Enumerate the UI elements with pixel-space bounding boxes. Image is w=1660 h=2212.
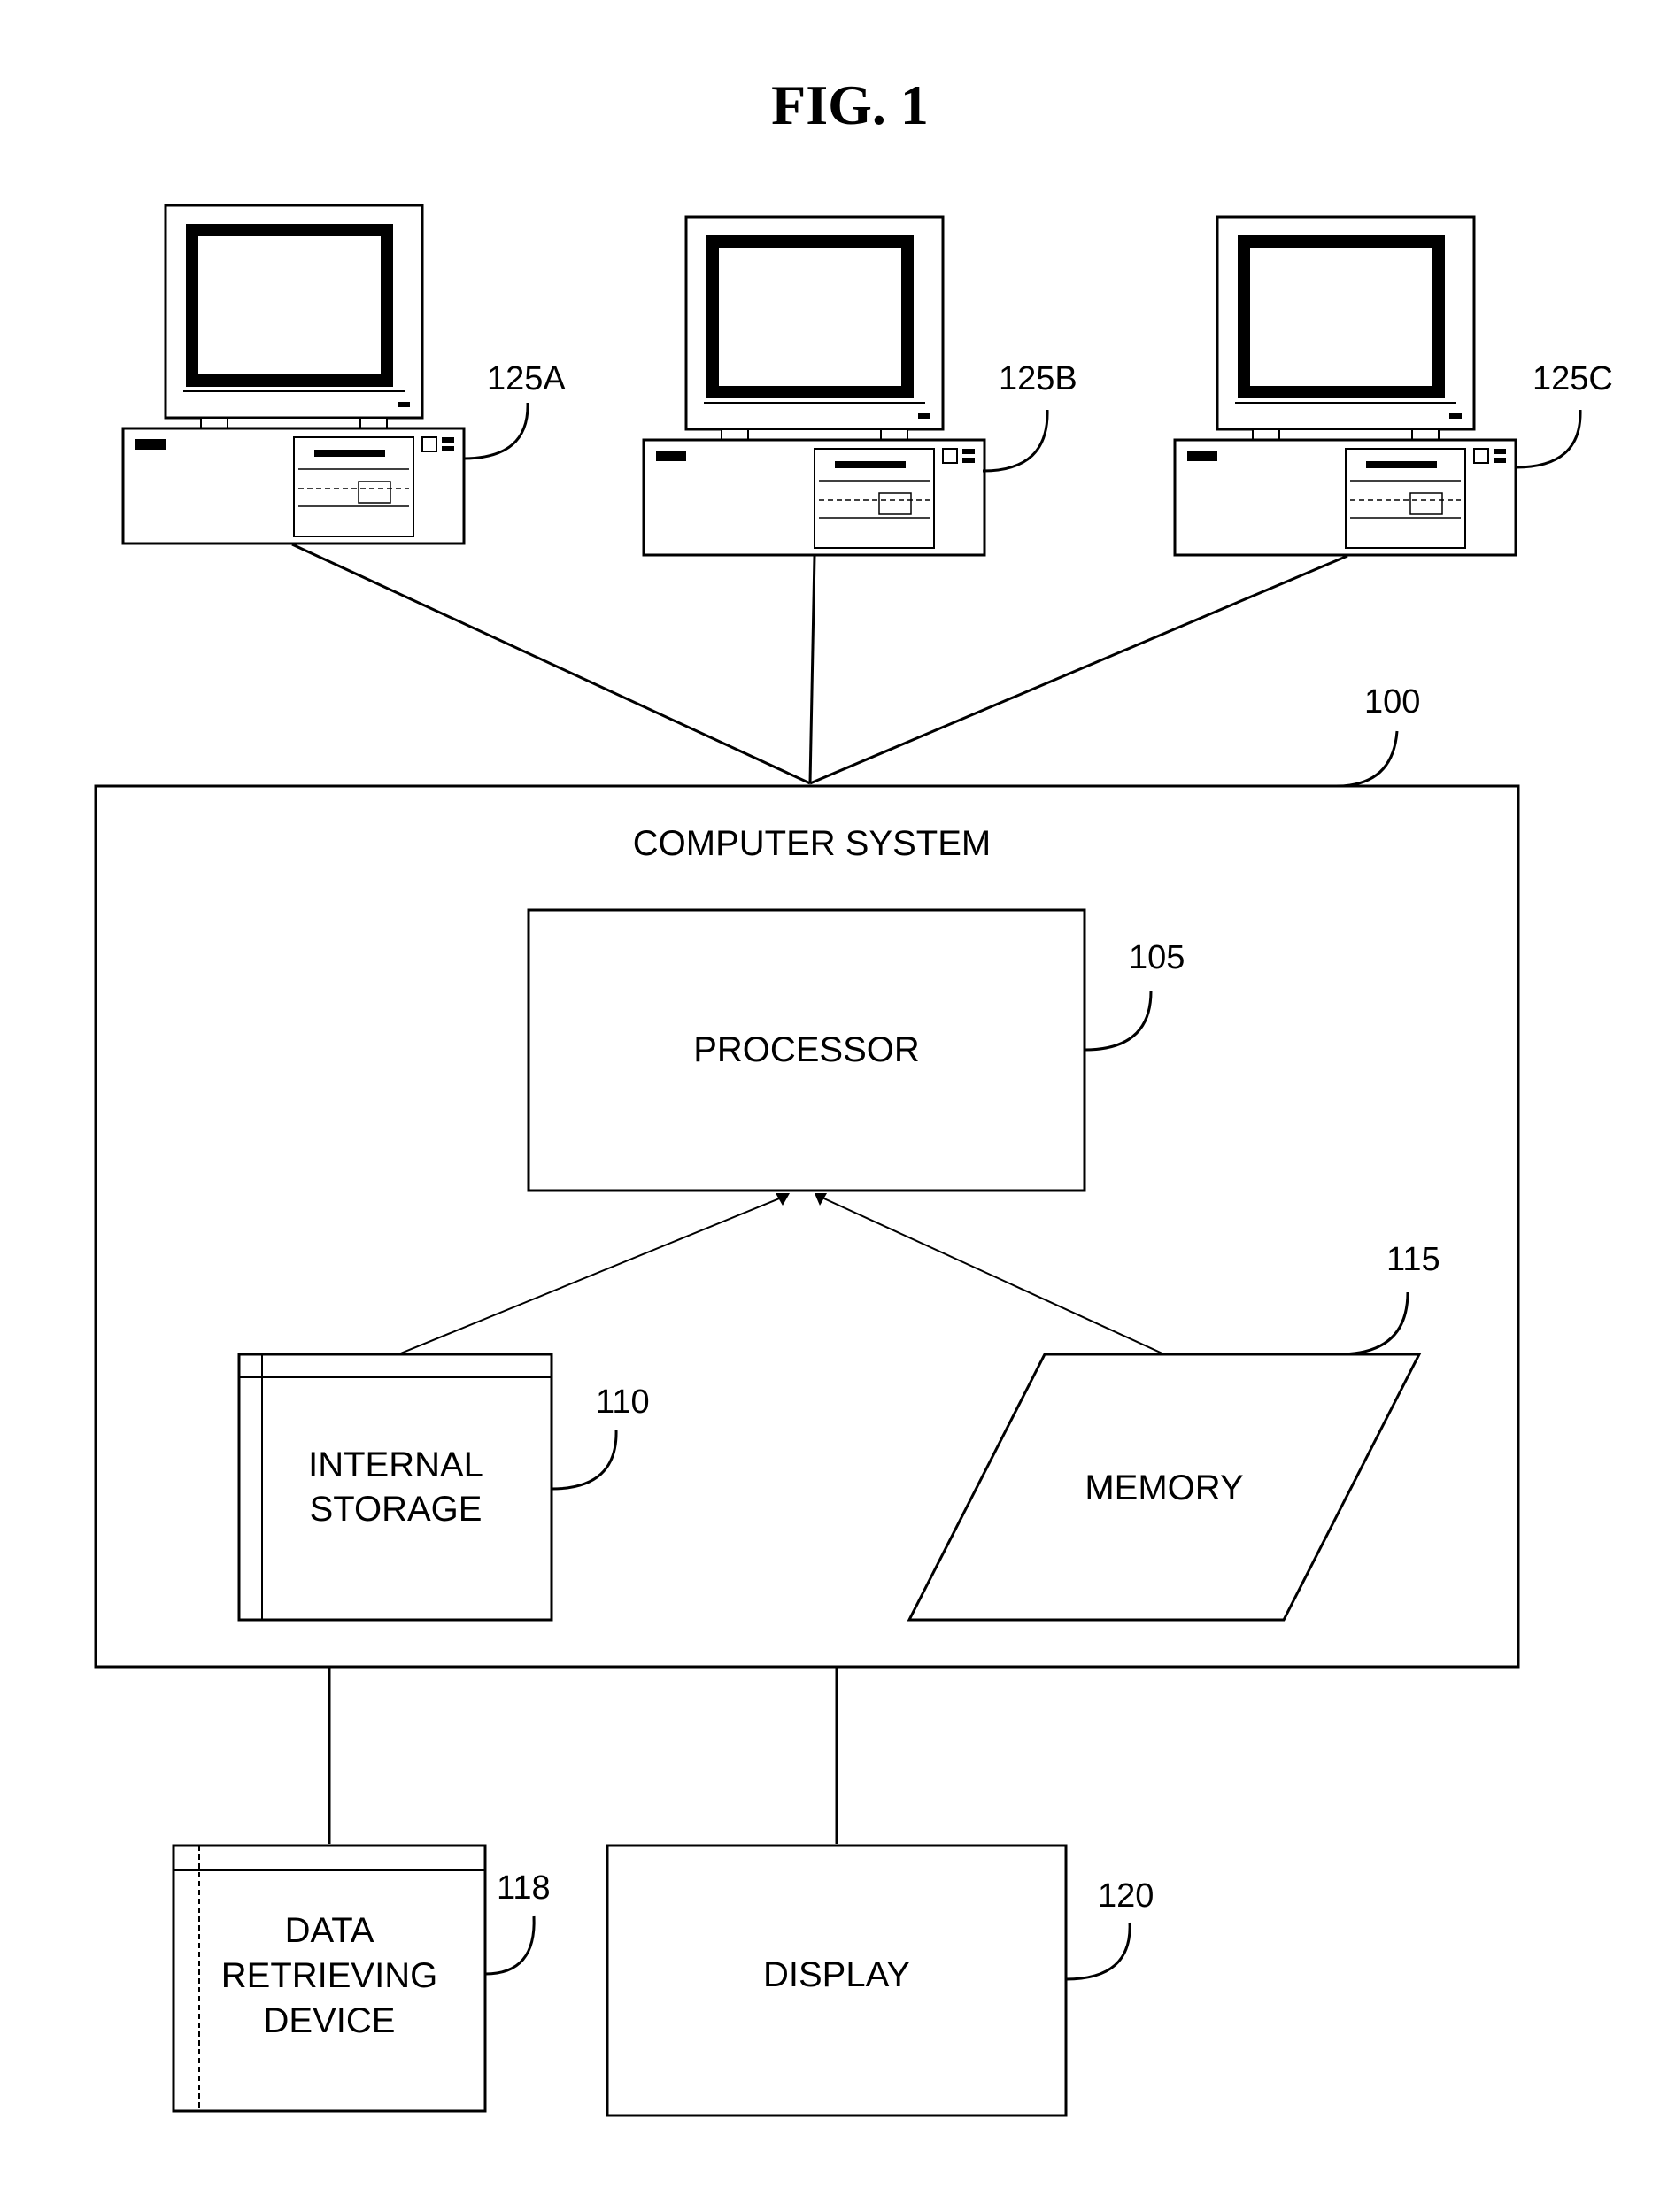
leader-115 [1339, 1292, 1408, 1354]
data-retrieving-device-label-line3: DEVICE [264, 2001, 396, 2040]
leader-125a [463, 403, 528, 459]
ref-125c: 125C [1533, 360, 1613, 397]
workstation-125c [1175, 217, 1516, 555]
computer-system-label: COMPUTER SYSTEM [633, 824, 991, 863]
ref-105: 105 [1129, 939, 1185, 976]
leader-105 [1085, 991, 1151, 1050]
internal-storage-label-line2: STORAGE [310, 1490, 483, 1529]
arrow-storage-to-processor [398, 1195, 788, 1354]
connection-125c [810, 556, 1347, 783]
data-retrieving-device-label-line2: RETRIEVING [221, 1956, 437, 1995]
ref-125b: 125B [999, 360, 1077, 397]
ref-110: 110 [596, 1383, 650, 1421]
leader-120 [1066, 1923, 1130, 1979]
display-label: DISPLAY [763, 1955, 910, 1994]
ref-125a: 125A [487, 360, 566, 397]
internal-storage-label-line1: INTERNAL [308, 1445, 483, 1484]
figure-title: FIG. 1 [771, 73, 929, 136]
ref-120: 120 [1098, 1877, 1154, 1915]
processor-label: PROCESSOR [693, 1030, 920, 1069]
internal-storage-box [239, 1354, 552, 1620]
ref-100: 100 [1364, 683, 1420, 721]
workstation-125a [123, 205, 464, 543]
workstation-125b [644, 217, 984, 555]
leader-125c [1516, 410, 1580, 467]
ref-118: 118 [497, 1869, 551, 1907]
leader-118 [485, 1916, 534, 1974]
ref-115: 115 [1386, 1241, 1440, 1278]
connection-125a [292, 544, 810, 783]
arrow-memory-to-processor [816, 1195, 1164, 1354]
memory-label: MEMORY [1085, 1468, 1243, 1507]
leader-110 [552, 1430, 616, 1489]
leader-125b [983, 410, 1047, 471]
connection-125b [810, 556, 815, 783]
leader-100 [1332, 731, 1397, 786]
data-retrieving-device-label-line1: DATA [285, 1911, 374, 1950]
